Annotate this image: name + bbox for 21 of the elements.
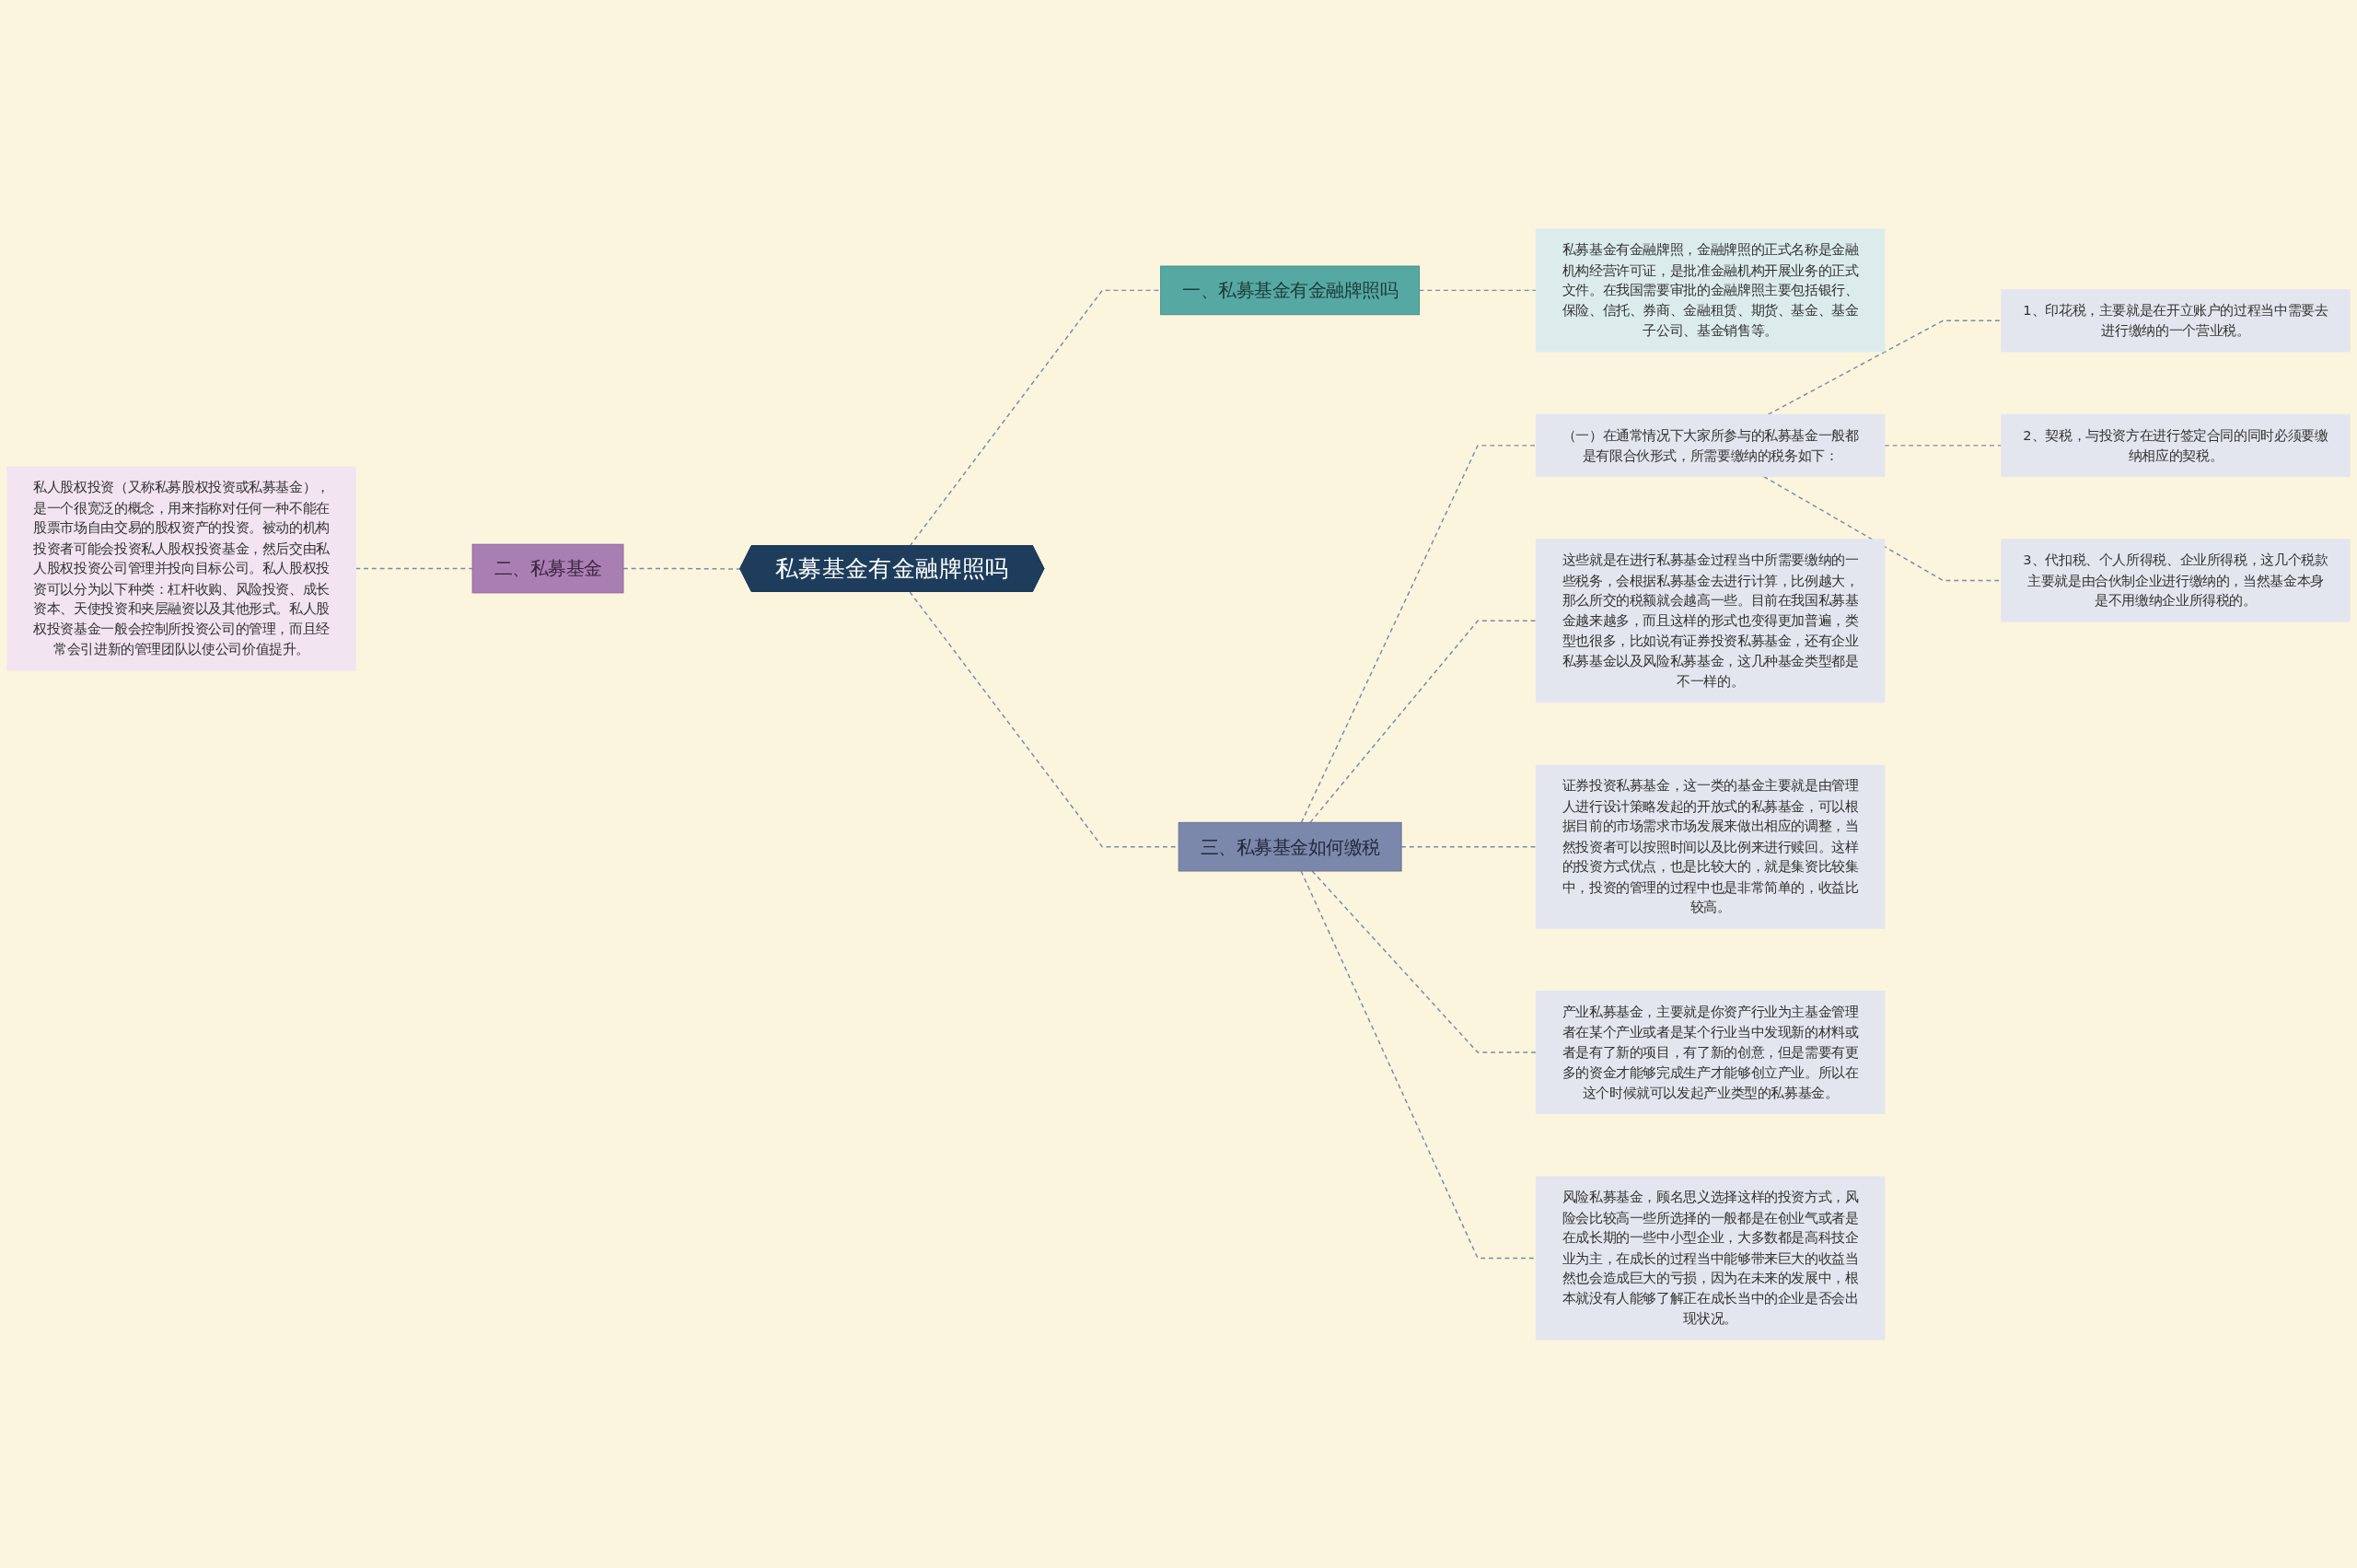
connector [1400,845,1538,848]
node-box: 一、私募基金有金融牌照吗 [1160,265,1421,315]
node-box: 2、契税，与投资方在进行签定合同的同时必须要缴纳相应的契税。 [2001,413,2351,477]
node-box: 产业私募基金，主要就是你资产行业为主基金管理者在某个产业或者是某个行业当中发现新的材料或者是有了新的项目，有了新的创意，但是需要有更多的资金才能够完成生产才能够创立产业。所以在这个时候就可以发起产业类型的私募基金。 [1535,990,1886,1114]
node-box: 私人股权投资（又称私募股权投资或私募基金），是一个很宽泛的概念，用来指称对任何一种不能在股票市场自由交易的股权资产的投资。被动的机构投资者可能会投资私人股权投资基金，然后交由私人股权投资公司管理并投向目标公司。私人股权投资可以分为以下种类：杠杆收购、风险投资、成长资本、天使投资和夹层融资以及其他形式。私人股权投资基金一般会控制所投资公司的管理，而且经常会引进新的管理团队以使公司价值提升。 [6,466,356,671]
connector [622,567,741,570]
node-box: 私募基金有金融牌照，金融牌照的正式名称是金融机构经营许可证，是批准金融机构开展业务的正式文件。在我国需要审批的金融牌照主要包括银行、保险、信托、券商、金融租赁、期货、基金、基金子公司、基金销售等。 [1535,227,1886,353]
node-box: 风险私募基金，顾名思义选择这样的投资方式，风险会比较高一些所选择的一般都是在创业气或者是在成长期的一些中小型企业，大多数都是高科技企业为主，在成长的过程当中能够带来巨大的收益当然也会造成巨大的亏损，因为在未来的发展中，根本就没有人能够了解正在成长当中的企业是否会出现状况。 [1535,1176,1886,1341]
node-box: 三、私募基金如何缴税 [1178,821,1402,872]
node-box: 二、私募基金 [471,543,624,593]
connector [354,567,473,569]
node-box: 证券投资私募基金，这一类的基金主要就是由管理人进行设计策略发起的开放式的私募基金，可以根据目前的市场需求市场发展来做出相应的调整，当然投资者可以按照时间以及比例来进行赎回。这样的投资方式优点，也是比较大的，就是集资比较集中，投资的管理的过程中也是非常简单的，收益比较高。 [1535,764,1886,929]
connector [1309,620,1538,823]
node-box: （一）在通常情况下大家所参与的私募基金一般都是有限合伙形式，所需要缴纳的税务如下： [1535,413,1886,477]
connector [1418,289,1538,291]
connector [1300,444,1538,823]
connector [1884,444,2003,447]
node-box: 1、印花税，主要就是在开立账户的过程当中需要去进行缴纳的一个营业税。 [2001,288,2351,353]
node-box: 这些就是在进行私募基金过程当中所需要缴纳的一些税务，会根据私募基金去进行计算，比例越大，那么所交的税额就会越高一些。目前在我国私募基金越来越多，而且这样的形式也变得更加普遍，类型也很多，比如说有证券投资私募基金，还有企业私募基金以及风险私募基金，这几种基金类型都是不一样的。 [1535,538,1886,703]
connector [1311,869,1538,1053]
connector [1300,869,1538,1259]
